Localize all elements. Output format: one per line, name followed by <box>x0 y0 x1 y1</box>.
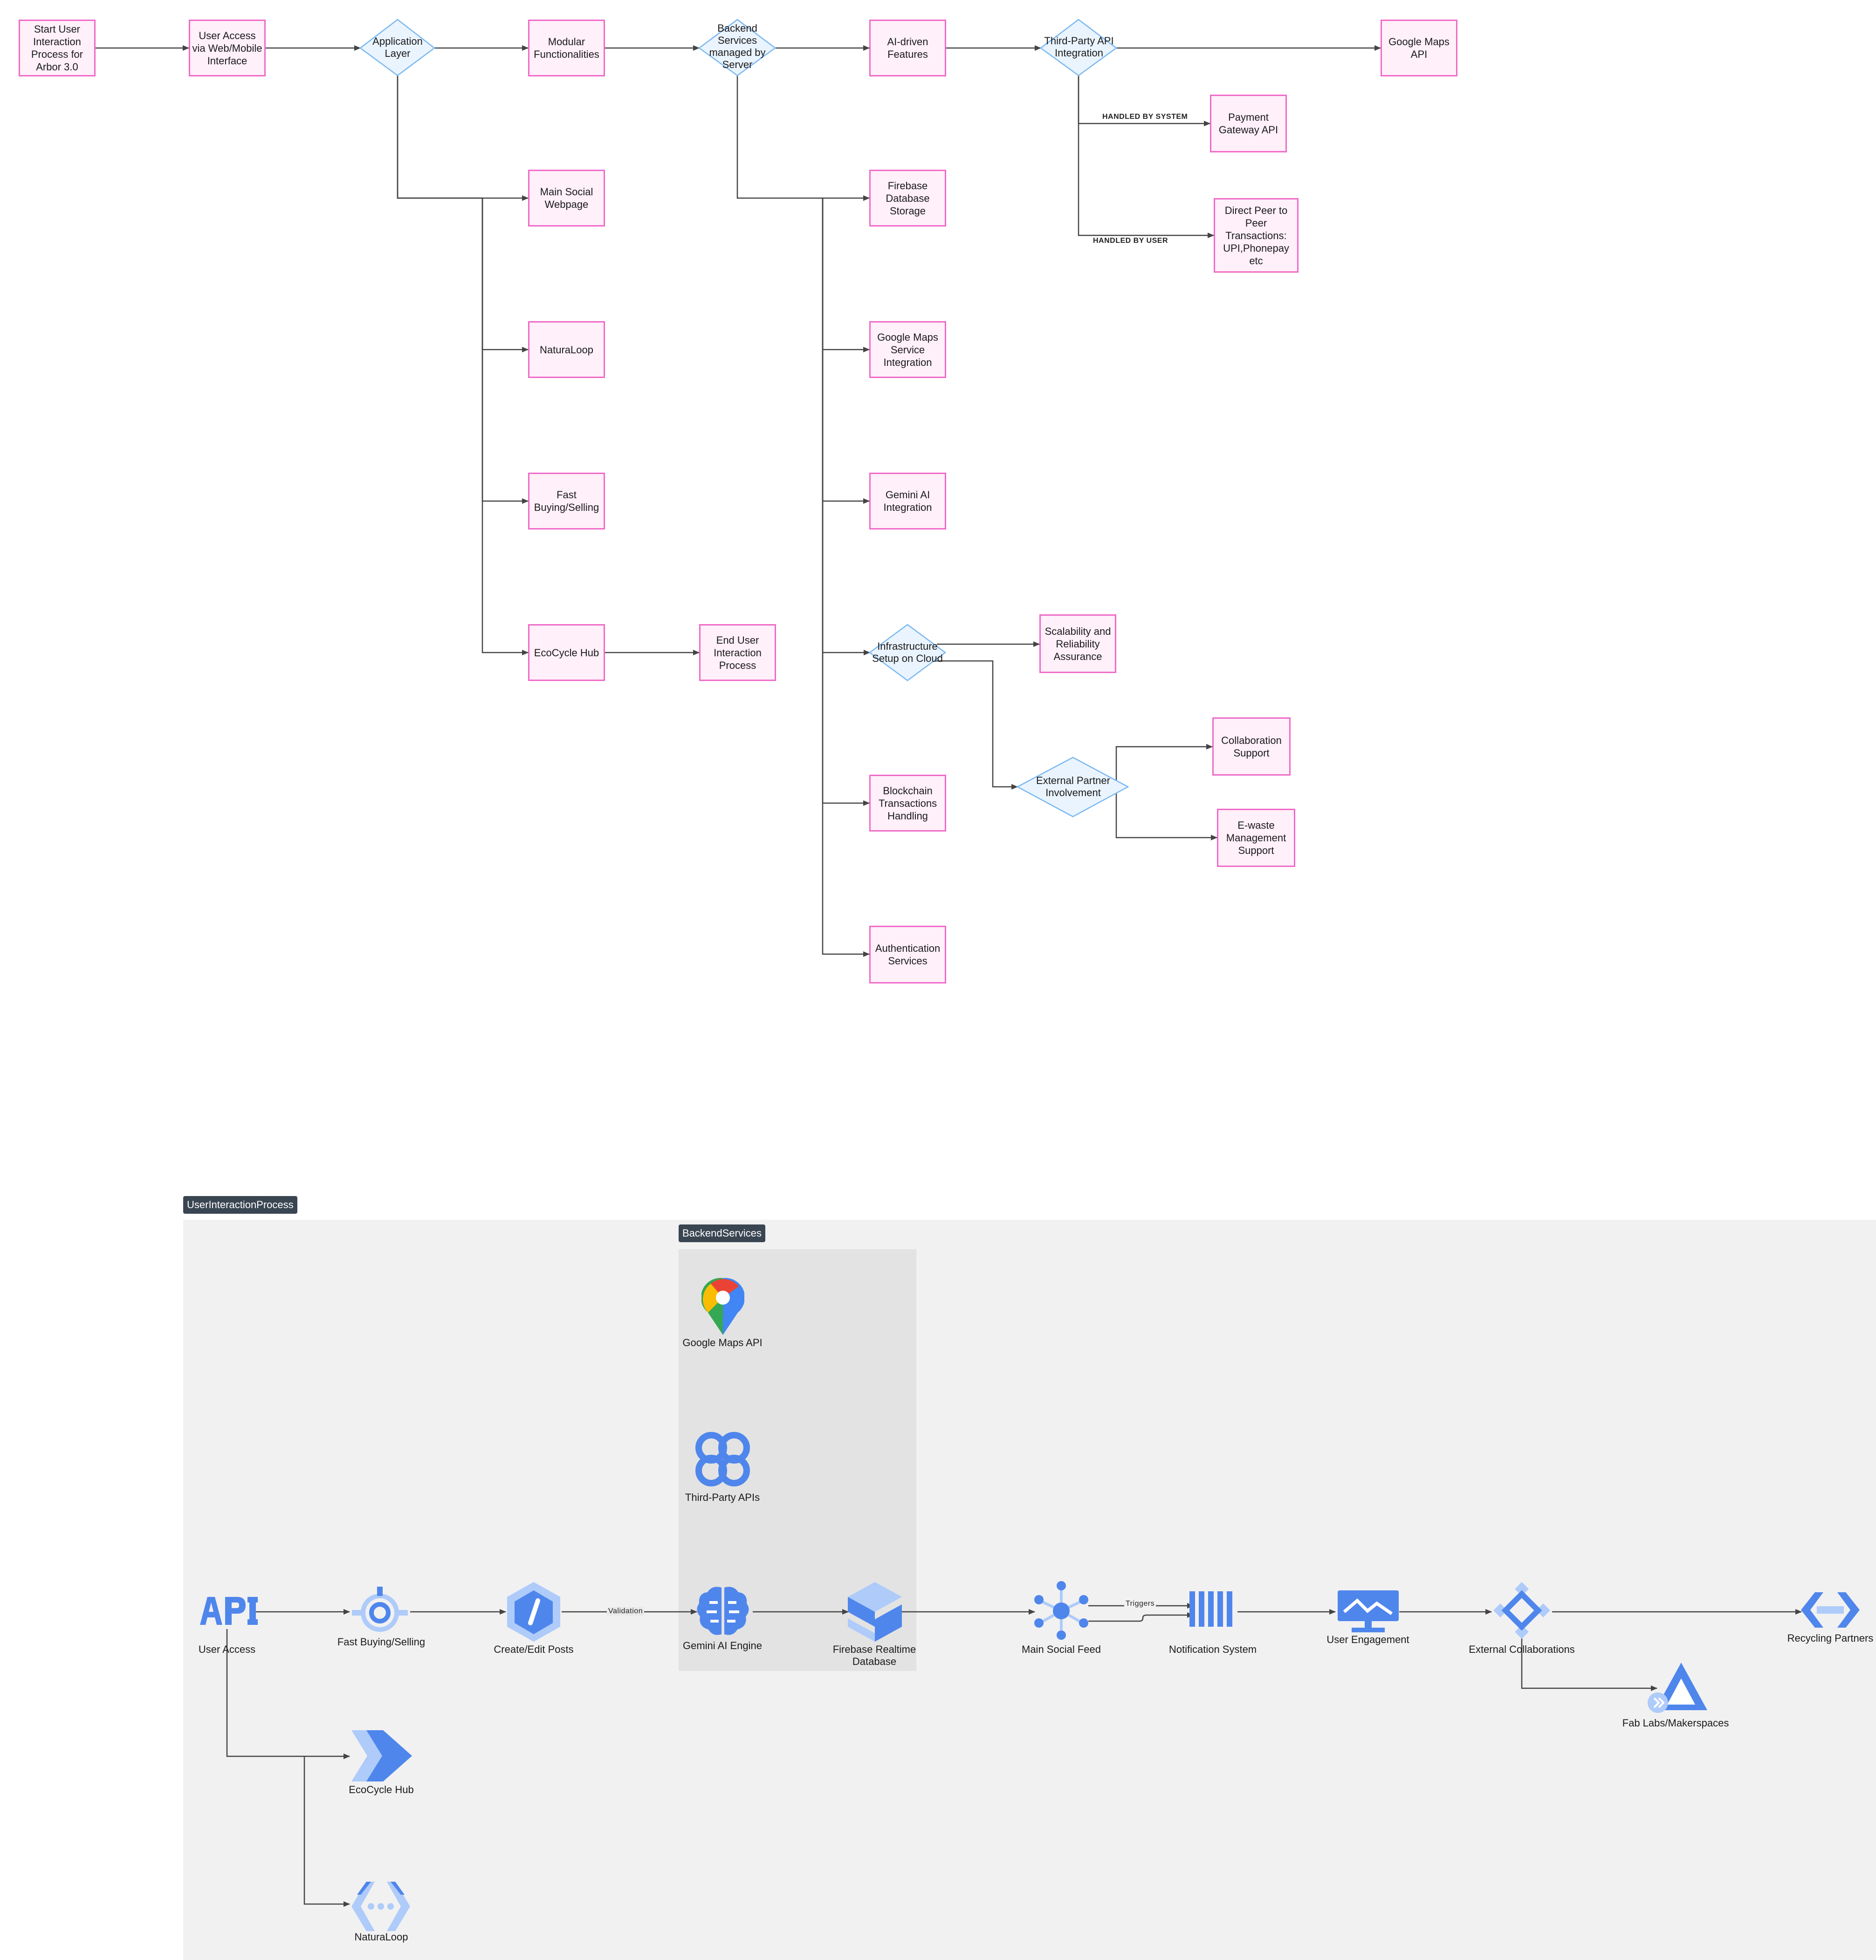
inner-group-label: BackendServices <box>679 1224 765 1242</box>
node-main-social: Main Social Webpage <box>528 170 605 227</box>
arch-fast-buying: Fast Buying/Selling <box>337 1636 426 1648</box>
arch-third-party-apis: Third-Party APIs <box>685 1492 760 1503</box>
endpoints-icon <box>1801 1592 1860 1628</box>
api-icon <box>200 1597 258 1625</box>
node-p2p: Direct Peer to Peer Transactions: UPI,Ph… <box>1214 198 1299 273</box>
edge-backend-firebase <box>736 70 870 201</box>
node-ecocycle: EcoCycle Hub <box>528 624 605 681</box>
ai-brain-icon <box>697 1587 749 1635</box>
node-end: End User Interaction Process <box>699 624 776 681</box>
edge-thirdparty-p2p <box>1078 70 1214 238</box>
edge-label-system: HANDLED BY SYSTEM <box>1102 113 1188 121</box>
node-blockchain: Blockchain Transactions Handling <box>869 775 946 832</box>
map-pin-icon <box>701 1278 744 1335</box>
app-engine-icon <box>352 1587 408 1632</box>
node-external: External Partner Involvement <box>1036 775 1110 798</box>
arch-edge-ext-fablabs <box>1521 1631 1657 1691</box>
arch-engagement: User Engagement <box>1326 1634 1409 1645</box>
arch-main-feed: Main Social Feed <box>1022 1644 1101 1655</box>
arch-recycling: Recycling Partners <box>1787 1632 1874 1644</box>
deploy-icon <box>351 1730 412 1781</box>
arch-firebase-rt: Firebase Realtime Database <box>832 1644 916 1667</box>
node-ai-features: AI-driven Features <box>869 20 946 76</box>
connector-icon <box>695 1432 750 1486</box>
edge-label-user: HANDLED BY USER <box>1093 237 1168 245</box>
pubsub-icon <box>1189 1591 1232 1627</box>
node-fast-buying: Fast Buying/Selling <box>528 473 605 530</box>
arch-ecocycle: EcoCycle Hub <box>349 1784 414 1795</box>
node-backend: Backend Services managed by Server <box>709 22 766 70</box>
cloud-functions-icon <box>507 1582 560 1642</box>
node-google-maps-api: Google Maps API <box>1381 20 1457 76</box>
node-naturaloop: NaturaLoop <box>528 321 605 378</box>
diamond-infra <box>868 624 947 681</box>
outer-group <box>183 1220 1876 1960</box>
arch-gemini-engine: Gemini AI Engine <box>683 1640 762 1651</box>
node-gmaps-service: Google Maps Service Integration <box>869 321 946 378</box>
diamond-app-layer <box>359 19 436 76</box>
diamond-external <box>1016 756 1129 818</box>
arch-edge-user-naturaloop <box>303 1756 350 1907</box>
build-icon <box>1648 1663 1707 1713</box>
node-scalability: Scalability and Reliability Assurance <box>1039 614 1116 673</box>
edge-external-ewaste <box>1115 787 1217 840</box>
arch-notification: Notification System <box>1168 1644 1257 1655</box>
edge-infra-external <box>937 660 1018 790</box>
api-gateway-icon <box>351 1882 410 1931</box>
node-modular: Modular Functionalities <box>528 20 605 76</box>
arch-edge-label-validation: Validation <box>607 1607 645 1616</box>
node-start: Start User Interaction Process for Arbor… <box>19 20 96 76</box>
arch-user-access: User Access <box>198 1644 256 1655</box>
node-infra: Infrastructure Setup on Cloud <box>872 640 943 664</box>
arch-create-posts: Create/Edit Posts <box>494 1644 574 1655</box>
monitoring-icon <box>1338 1590 1399 1632</box>
node-application-layer: Application Layer <box>372 35 423 59</box>
arch-naturaloop: NaturaLoop <box>354 1931 408 1943</box>
arch-fab-labs: Fab Labs/Makerspaces <box>1622 1717 1729 1729</box>
node-third-party: Third-Party API Integration <box>1044 35 1114 59</box>
node-auth: Authentication Services <box>869 926 946 983</box>
datastore-icon <box>848 1582 902 1642</box>
edge-applayer-ecocycle <box>481 198 529 655</box>
node-user-access: User Access via Web/Mobile Interface <box>189 20 266 76</box>
outer-group-label: UserInteractionProcess <box>183 1196 297 1214</box>
hub-icon <box>1034 1581 1088 1640</box>
edge-backend-auth <box>822 198 870 957</box>
arch-edge-feed-notification-2 <box>1088 1612 1194 1622</box>
diamond-backend <box>698 19 777 76</box>
node-collab: Collaboration Support <box>1212 717 1291 776</box>
arch-edge-user-ecocycle <box>226 1629 350 1759</box>
diamond-third-party <box>1039 19 1118 76</box>
node-ewaste: E-waste Management Support <box>1217 809 1295 867</box>
arch-edge-label-triggers: Triggers <box>1124 1600 1156 1608</box>
node-firebase: Firebase Database Storage <box>869 170 946 227</box>
arch-ext-collab: External Collaborations <box>1469 1644 1575 1655</box>
network-icon <box>1493 1582 1550 1639</box>
node-payment-gateway: Payment Gateway API <box>1210 95 1287 152</box>
arch-gmaps-api: Google Maps API <box>682 1337 763 1348</box>
node-gemini: Gemini AI Integration <box>869 473 946 530</box>
edge-external-collab <box>1115 744 1213 787</box>
